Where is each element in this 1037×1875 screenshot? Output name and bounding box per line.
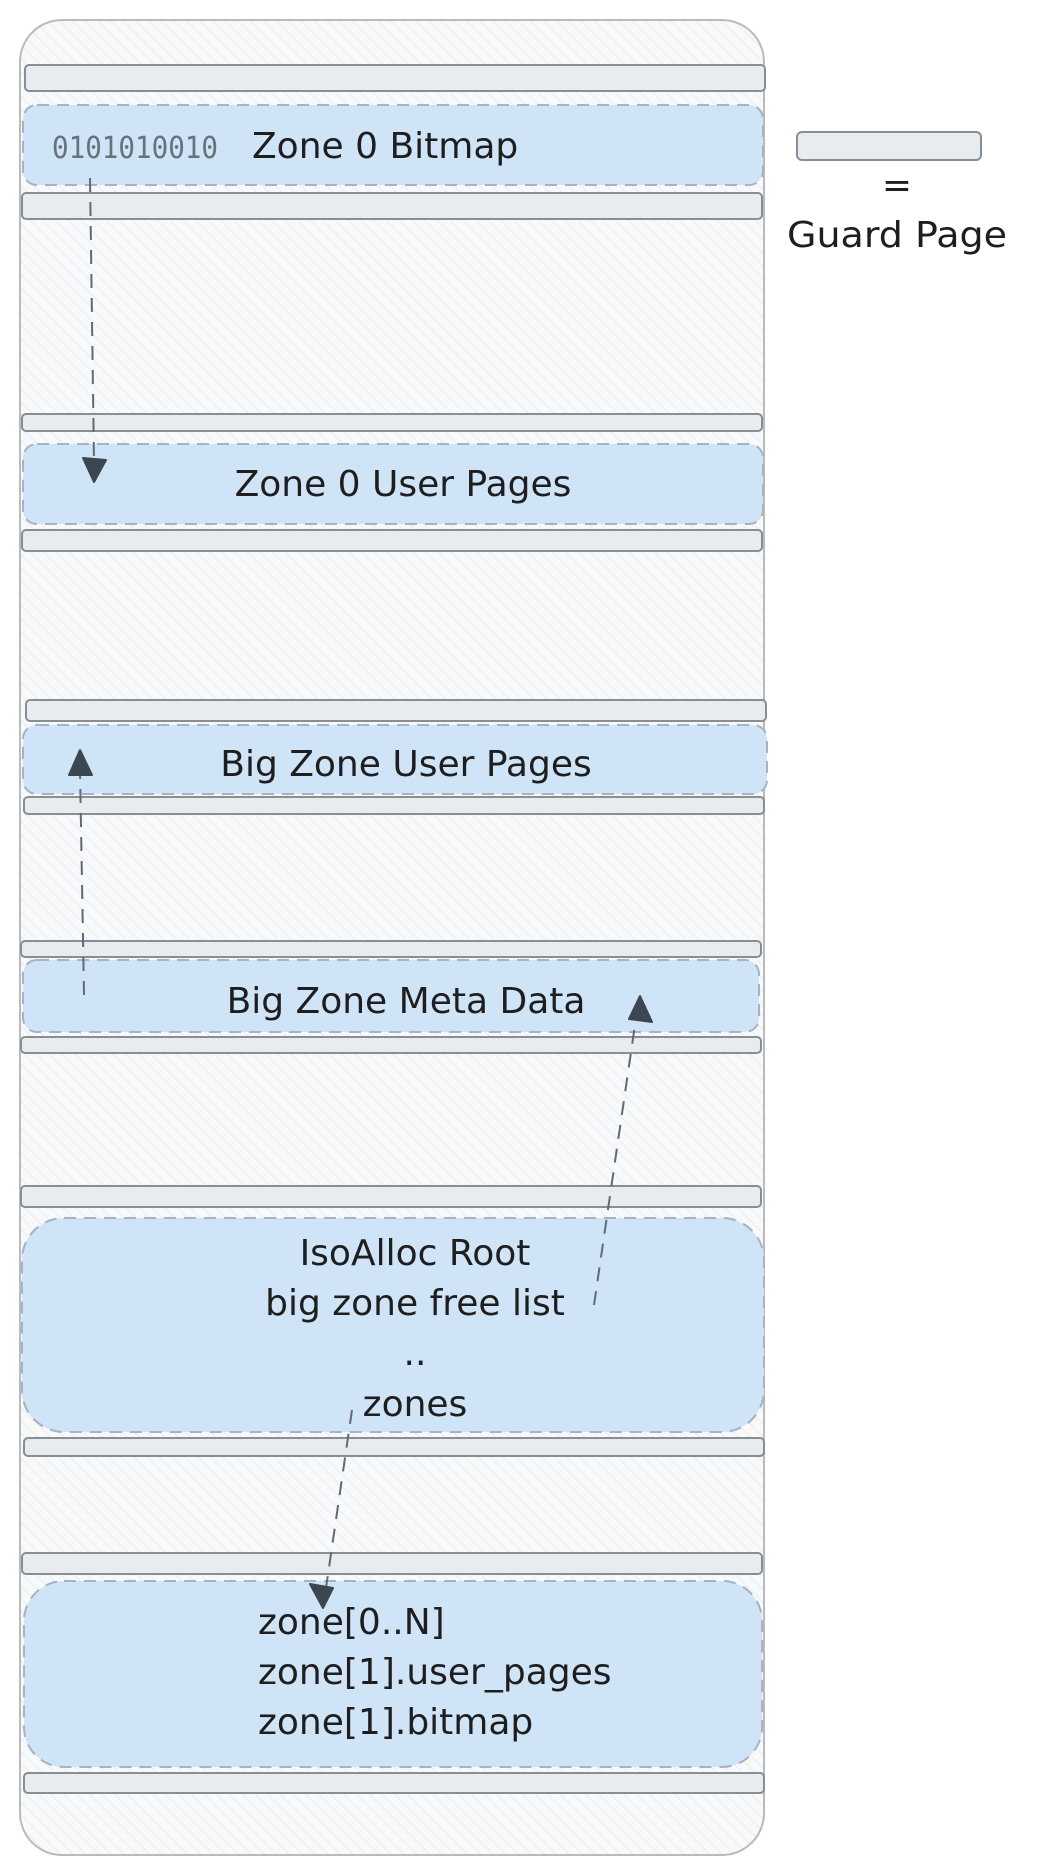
arrowheads [68, 457, 653, 1609]
arrow-free-list-to-meta [593, 1017, 637, 1306]
arrowhead-down-left [309, 1583, 334, 1609]
big-zone-user-pages-label: Big Zone User Pages [220, 744, 592, 785]
guard-page [23, 1437, 765, 1457]
zone-0-user-pages-label: Zone 0 User Pages [235, 464, 572, 505]
legend-guard-page-swatch [796, 131, 982, 161]
guard-page [21, 1552, 763, 1575]
guard-page [21, 413, 763, 432]
guard-page [23, 1772, 765, 1794]
guard-page [23, 796, 765, 815]
zone-0-bitmap-block: 0101010010 Zone 0 Bitmap [22, 104, 764, 186]
legend-guard-page-label: Guard Page [787, 215, 1007, 256]
arrows [79, 177, 637, 1589]
zones-array-block: zone[0..N] zone[1].user_pages zone[1].bi… [23, 1580, 763, 1768]
arrowhead-up-right [628, 995, 653, 1023]
legend: = Guard Page [787, 131, 1007, 256]
zone-0-bitmap-label: Zone 0 Bitmap [252, 126, 518, 167]
zones-array-line-2: zone[1].user_pages [258, 1652, 612, 1693]
zones-array-line-1: zone[0..N] [258, 1602, 445, 1643]
guard-page [21, 529, 763, 552]
bitmap-bits: 0101010010 [52, 131, 218, 166]
big-zone-user-pages-block: Big Zone User Pages [22, 724, 768, 795]
guard-page [25, 699, 767, 722]
zones-array-line-3: zone[1].bitmap [258, 1702, 533, 1743]
guard-page [24, 64, 766, 92]
big-zone-meta-data-block: Big Zone Meta Data [22, 959, 760, 1033]
big-zone-meta-data-label: Big Zone Meta Data [227, 981, 586, 1022]
guard-page [20, 1036, 762, 1054]
arrow-meta-to-big-zone-pages [79, 769, 85, 996]
arrow-zones-to-array [325, 1409, 353, 1589]
arrowhead-down [82, 457, 107, 483]
isoalloc-root-block: IsoAlloc Root big zone free list .. zone… [21, 1217, 765, 1433]
root-free-list: big zone free list [265, 1283, 565, 1324]
guard-page [20, 1185, 762, 1208]
guard-page [21, 192, 763, 220]
zone-0-user-pages-block: Zone 0 User Pages [22, 443, 764, 525]
root-zones: zones [363, 1384, 468, 1425]
guard-page [20, 940, 762, 958]
guard-pages [20, 64, 767, 1794]
legend-equals: = [882, 165, 912, 206]
root-title: IsoAlloc Root [300, 1233, 531, 1274]
root-ellipsis: .. [404, 1333, 427, 1374]
address-space-region [19, 19, 765, 1856]
arrowhead-up [68, 749, 93, 776]
